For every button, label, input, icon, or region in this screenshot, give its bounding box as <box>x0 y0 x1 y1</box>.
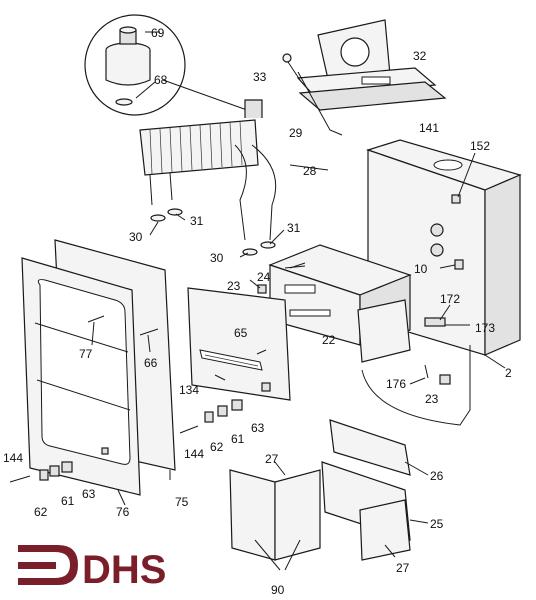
label-77: 77 <box>79 347 93 361</box>
label-29: 29 <box>289 126 303 140</box>
label-68: 68 <box>154 73 168 87</box>
fan-hood-assembly <box>282 19 447 136</box>
label-62a: 62 <box>210 440 224 454</box>
label-61b: 61 <box>61 494 75 508</box>
label-144b: 144 <box>3 451 23 465</box>
label-28: 28 <box>303 164 317 178</box>
label-66: 66 <box>144 356 158 370</box>
label-61a: 61 <box>231 432 245 446</box>
label-23b: 23 <box>425 392 439 406</box>
label-62b: 62 <box>34 505 48 519</box>
label-63b: 63 <box>82 487 96 501</box>
label-32: 32 <box>413 49 427 63</box>
label-134: 134 <box>179 383 199 397</box>
label-173: 173 <box>475 321 495 335</box>
label-26: 26 <box>430 469 444 483</box>
label-69: 69 <box>151 26 165 40</box>
label-75: 75 <box>175 495 189 509</box>
label-65: 65 <box>234 326 248 340</box>
heat-exchanger <box>139 99 277 256</box>
label-22: 22 <box>322 333 336 347</box>
label-24: 24 <box>257 270 271 284</box>
label-141: 141 <box>419 121 439 135</box>
label-152: 152 <box>470 139 490 153</box>
label-30b: 30 <box>210 251 224 265</box>
label-176: 176 <box>386 377 406 391</box>
front-panel <box>21 239 176 496</box>
label-90: 90 <box>271 583 285 597</box>
label-2: 2 <box>505 366 512 380</box>
label-10: 10 <box>414 262 428 276</box>
logo-text: DHS <box>82 548 166 592</box>
air-vent-inset <box>84 14 248 116</box>
label-172: 172 <box>440 292 460 306</box>
label-31a: 31 <box>190 214 204 228</box>
leader-lines <box>91 152 506 571</box>
bottom-tray <box>361 345 471 426</box>
screws-and-clips <box>9 262 306 483</box>
label-31b: 31 <box>287 221 301 235</box>
label-27b: 27 <box>396 561 410 575</box>
label-30a: 30 <box>129 230 143 244</box>
label-144a: 144 <box>184 447 204 461</box>
label-25: 25 <box>430 517 444 531</box>
label-23a: 23 <box>227 279 241 293</box>
back-plate <box>187 287 291 401</box>
label-27a: 27 <box>265 452 279 466</box>
part-labels: 69 68 33 32 141 29 28 31 30 31 30 152 24… <box>3 26 512 597</box>
insulation-panels <box>229 419 411 561</box>
dhs-logo: DHS <box>18 545 166 592</box>
label-33: 33 <box>253 70 267 84</box>
label-63a: 63 <box>251 421 265 435</box>
label-76: 76 <box>116 505 130 519</box>
